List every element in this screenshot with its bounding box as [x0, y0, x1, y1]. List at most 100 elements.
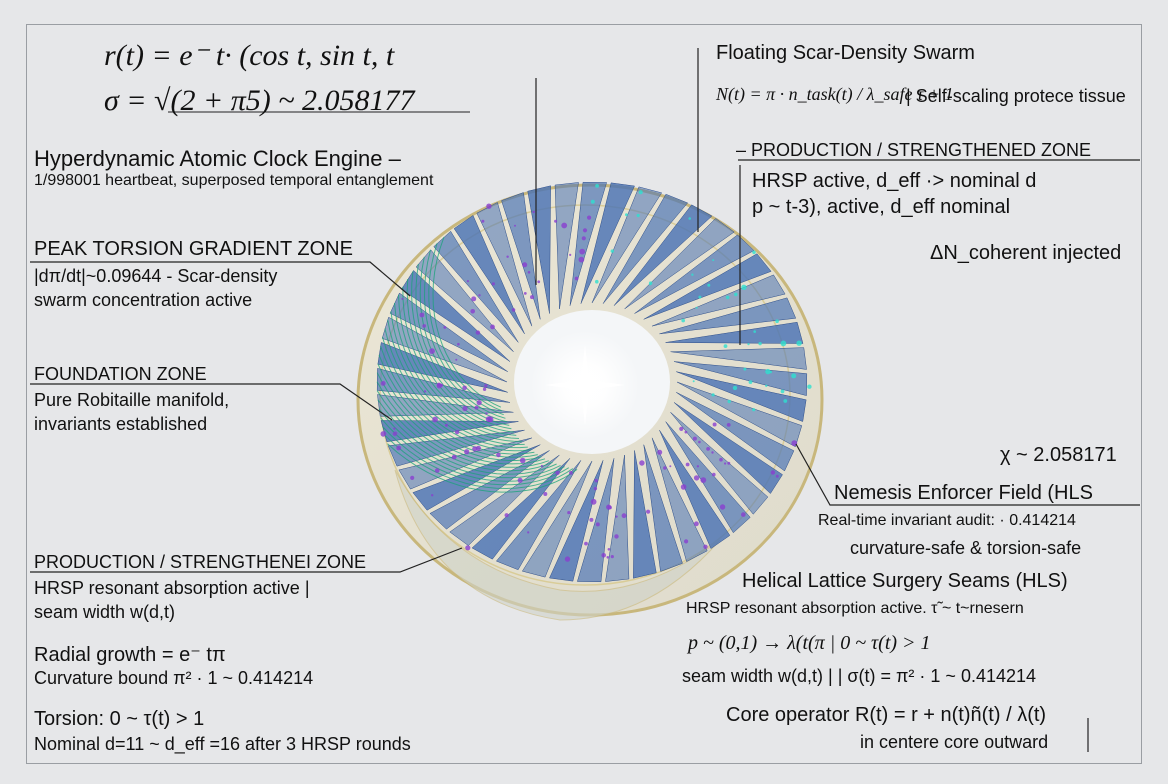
swarm-particle: [743, 367, 747, 371]
swarm-particle: [711, 451, 714, 454]
swarm-particle: [698, 295, 702, 299]
swarm-particle: [396, 445, 402, 451]
swarm-particle: [587, 215, 592, 220]
lattice-seam: [387, 319, 525, 446]
core-star: [545, 345, 625, 425]
lattice-seam: [380, 345, 535, 455]
sigma-equation: σ = √(2 + π5) ~ 2.058177: [104, 84, 415, 117]
peak-torsion-title: PEAK TORSION GRADIENT ZONE: [34, 238, 353, 260]
fan-blade: [495, 460, 582, 571]
swarm-particle: [769, 370, 772, 374]
swarm-particle: [431, 494, 434, 497]
swarm-particle: [569, 471, 573, 475]
lattice-seam: [428, 243, 503, 412]
swarm-particle: [684, 430, 688, 434]
swarm-particle: [474, 405, 479, 410]
swarm-particle: [681, 318, 685, 323]
swarm-particle: [719, 504, 726, 510]
swarm-particle: [691, 273, 694, 276]
swarm-particle: [726, 423, 731, 427]
fan-blade: [633, 450, 657, 579]
fan-blade: [665, 421, 751, 534]
production-left-line2: seam width w(d,t): [34, 602, 176, 622]
swarm-particle: [695, 306, 698, 309]
swarm-particle: [758, 341, 762, 346]
swarm-particle: [703, 544, 708, 549]
swarm-particle: [487, 416, 494, 423]
lattice-seam: [394, 302, 520, 439]
fan-blade: [577, 458, 615, 583]
swarm-particle: [707, 283, 711, 287]
swarm-particle: [595, 184, 599, 188]
swarm-particle: [590, 498, 597, 505]
swarm-particle: [741, 284, 747, 290]
swarm-particle: [694, 521, 699, 527]
fan-blade: [643, 444, 683, 572]
lattice-seam: [378, 408, 561, 479]
swarm-particle: [711, 393, 715, 397]
swarm-particle: [530, 295, 534, 300]
lattice-seam: [384, 434, 574, 490]
core-outward-note: in centere core outward: [860, 732, 1049, 752]
scar-density-particles: [380, 184, 812, 562]
fan-blade: [643, 253, 772, 320]
swarm-particle: [753, 330, 756, 333]
swarm-particle: [780, 389, 785, 394]
swarm-particle: [692, 436, 697, 441]
swarm-particle: [747, 343, 750, 346]
swarm-particle: [685, 462, 690, 467]
lattice-seam: [376, 381, 549, 468]
helical-seams-line1: HRSP resonant absorption active. τ̃ ~ t~…: [686, 600, 1024, 617]
swarm-particle: [462, 405, 468, 412]
swarm-particle: [504, 513, 509, 518]
swarm-particle: [621, 513, 627, 519]
production-right-title: – PRODUCTION / STRENGTHENED ZONE: [736, 140, 1092, 160]
foundation-line2: invariants established: [34, 414, 208, 434]
swarm-particle: [727, 461, 731, 465]
swarm-particle: [693, 475, 700, 481]
foundation-title: FOUNDATION ZONE: [34, 364, 207, 384]
swarm-particle: [638, 190, 643, 195]
swarm-particle: [610, 249, 614, 253]
swarm-particle: [696, 465, 700, 468]
fan-blade: [674, 361, 808, 396]
swarm-particle: [523, 292, 527, 295]
production-right-line1: HRSP active, d_eff ·> nominal d: [752, 170, 1037, 192]
lattice-seam: [387, 443, 578, 493]
swarm-particle: [561, 222, 568, 229]
fan-blade: [652, 274, 786, 327]
swarm-particle: [475, 330, 481, 335]
swarm-particle: [684, 539, 689, 544]
lattice-seam: [377, 363, 542, 461]
lattice-seam: [415, 263, 508, 423]
swarm-particle: [679, 426, 684, 431]
fan-blade: [670, 347, 807, 370]
fan-blade: [554, 182, 579, 310]
lattice-seam: [378, 354, 538, 458]
swarm-particle: [775, 474, 779, 478]
swarm-particle: [680, 484, 687, 490]
radial-growth: Radial growth = e⁻ tπ: [34, 644, 226, 666]
swarm-particle: [723, 344, 728, 348]
swarm-particle: [478, 294, 481, 297]
delta-n-coherent: ΔN_coherent injected: [930, 242, 1122, 264]
swarm-particle: [522, 262, 528, 268]
fan-blade: [605, 454, 630, 582]
production-left-title: PRODUCTION / STRENGTHENEI ZONE: [34, 552, 367, 572]
production-left-line1: HRSP resonant absorption active |: [34, 578, 310, 598]
peak-torsion-line2: swarm concentration active: [34, 290, 253, 310]
swarm-particle: [540, 464, 544, 468]
fan-blade: [549, 460, 604, 582]
swarm-particle: [590, 199, 595, 204]
swarm-particle: [380, 381, 386, 386]
swarm-particle: [481, 219, 485, 223]
swarm-particle: [610, 555, 614, 559]
swarm-particle: [567, 510, 571, 515]
swarm-particle: [432, 416, 438, 423]
swarm-particle: [543, 492, 548, 496]
fan-blade: [673, 402, 783, 494]
fan-blade: [501, 192, 541, 320]
swarm-particle: [780, 340, 787, 347]
swarm-particle: [765, 368, 771, 375]
swarm-particle: [380, 431, 387, 437]
